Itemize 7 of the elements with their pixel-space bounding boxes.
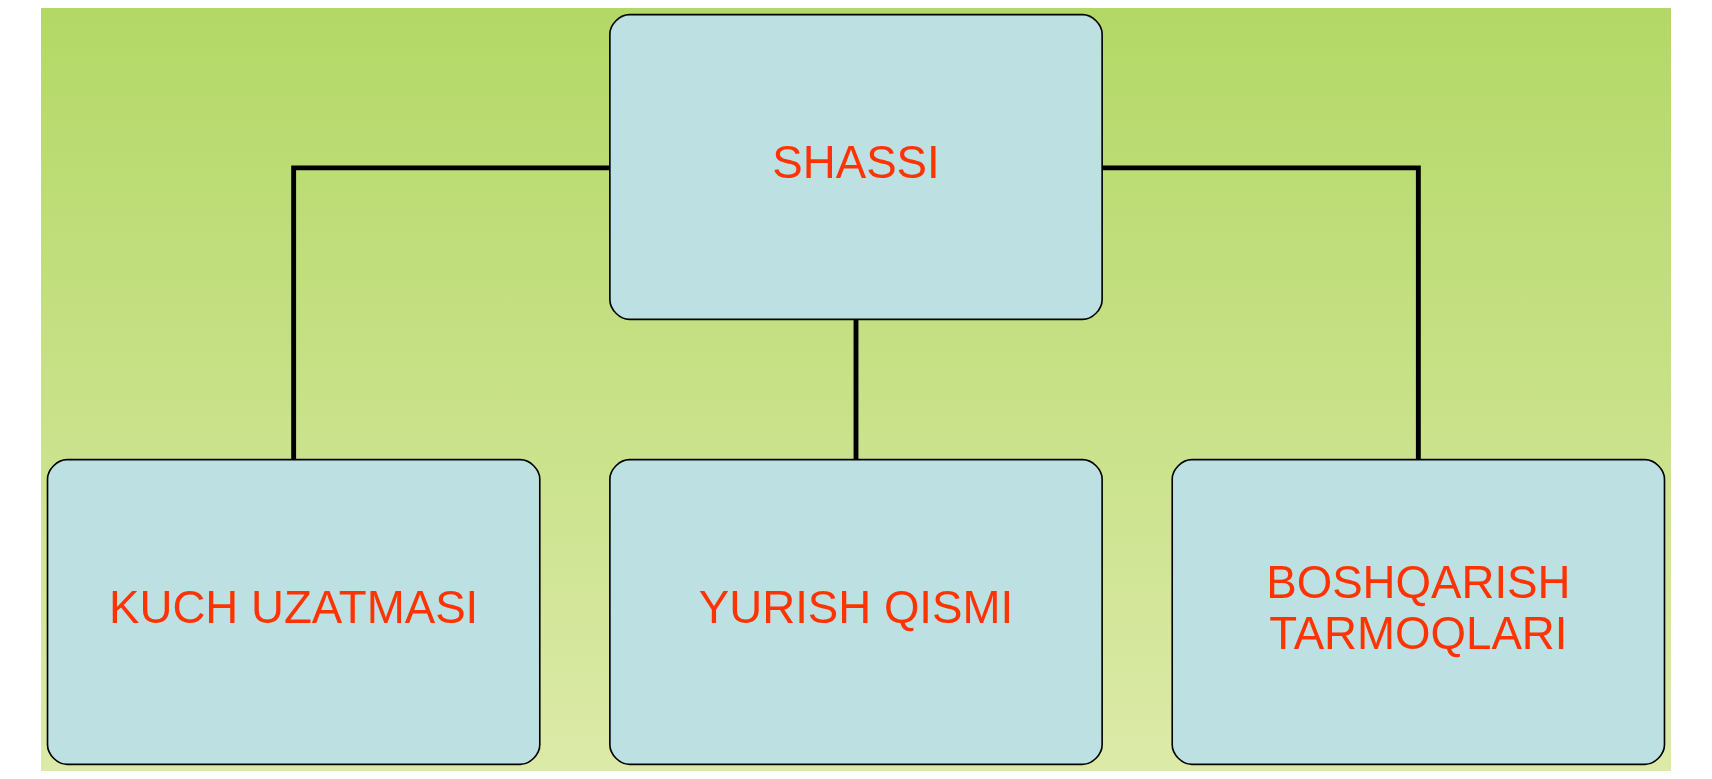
node-box: BOSHQARISH TARMOQLARI (1171, 458, 1666, 766)
node-box: YURISH QISMI (609, 458, 1103, 766)
connector (1102, 165, 1421, 460)
node-box: KUCH UZATMASI (46, 458, 541, 766)
connector (853, 319, 859, 459)
node-box: SHASSI (609, 13, 1103, 321)
connector (291, 165, 610, 460)
